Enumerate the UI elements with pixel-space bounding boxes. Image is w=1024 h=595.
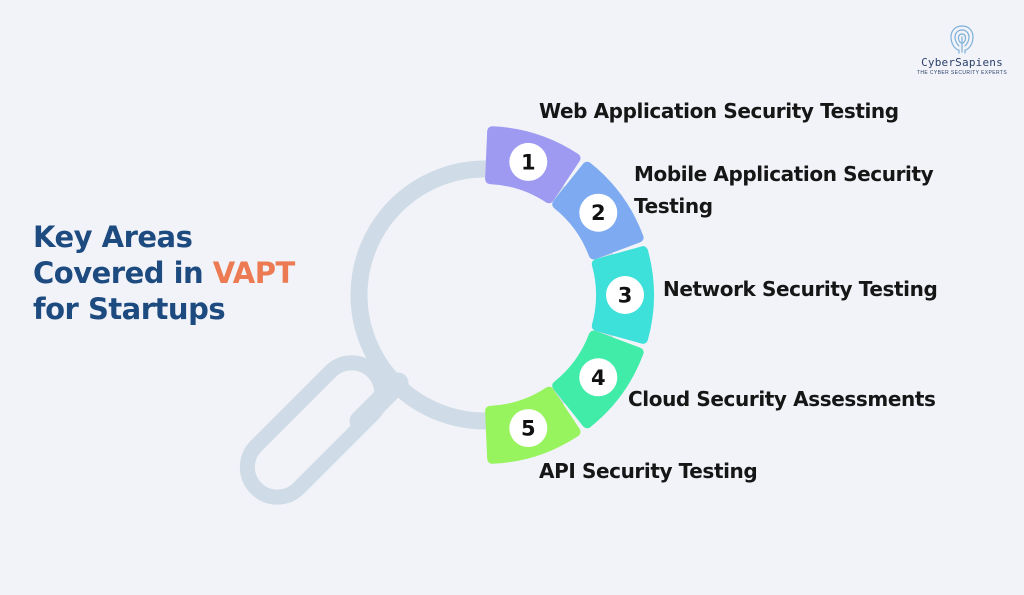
step-5-label: API Security Testing: [539, 455, 758, 487]
title-line-2: Covered in VAPT: [33, 255, 295, 291]
step-2-label-line-2: Testing: [634, 194, 713, 218]
step-2-label: Mobile Application Security Testing: [634, 158, 934, 222]
title-line-3: for Startups: [33, 292, 226, 326]
step-3-label: Network Security Testing: [663, 273, 938, 305]
step-2-number: 2: [591, 201, 606, 225]
brand-tagline: THE CYBER SECURITY EXPERTS: [916, 70, 1008, 76]
title-line-1: Key Areas: [33, 220, 193, 254]
brand-name: CyberSapiens: [921, 56, 1003, 69]
title-accent-vapt: VAPT: [212, 256, 295, 290]
step-2-label-line-1: Mobile Application Security: [634, 162, 934, 186]
step-3-label-line-1: Network Security Testing: [663, 277, 938, 301]
step-4-label-line-1: Cloud Security Assessments: [628, 387, 936, 411]
step-1-number: 1: [521, 150, 536, 174]
step-1-label-line-1: Web Application Security Testing: [539, 99, 899, 123]
title-line-2-prefix: Covered in: [33, 256, 213, 290]
step-4-label: Cloud Security Assessments: [628, 383, 936, 415]
page-title: Key Areas Covered in VAPT for Startups: [33, 219, 295, 327]
step-5-label-line-1: API Security Testing: [539, 459, 758, 483]
step-5-badge: [509, 409, 548, 448]
step-3-number: 3: [618, 284, 633, 308]
step-4-badge: [579, 358, 618, 397]
step-1-badge: [509, 142, 548, 181]
step-1-label: Web Application Security Testing: [539, 95, 899, 127]
brain-fingerprint-icon: [950, 25, 974, 54]
brand-logo: CyberSapiens THE CYBER SECURITY EXPERTS: [912, 24, 1012, 76]
step-5-number: 5: [521, 417, 536, 441]
step-3-badge: [606, 276, 644, 314]
step-segments: 1 2 3 4 5: [485, 126, 654, 464]
step-2-badge: [579, 193, 618, 232]
step-4-number: 4: [591, 366, 606, 390]
